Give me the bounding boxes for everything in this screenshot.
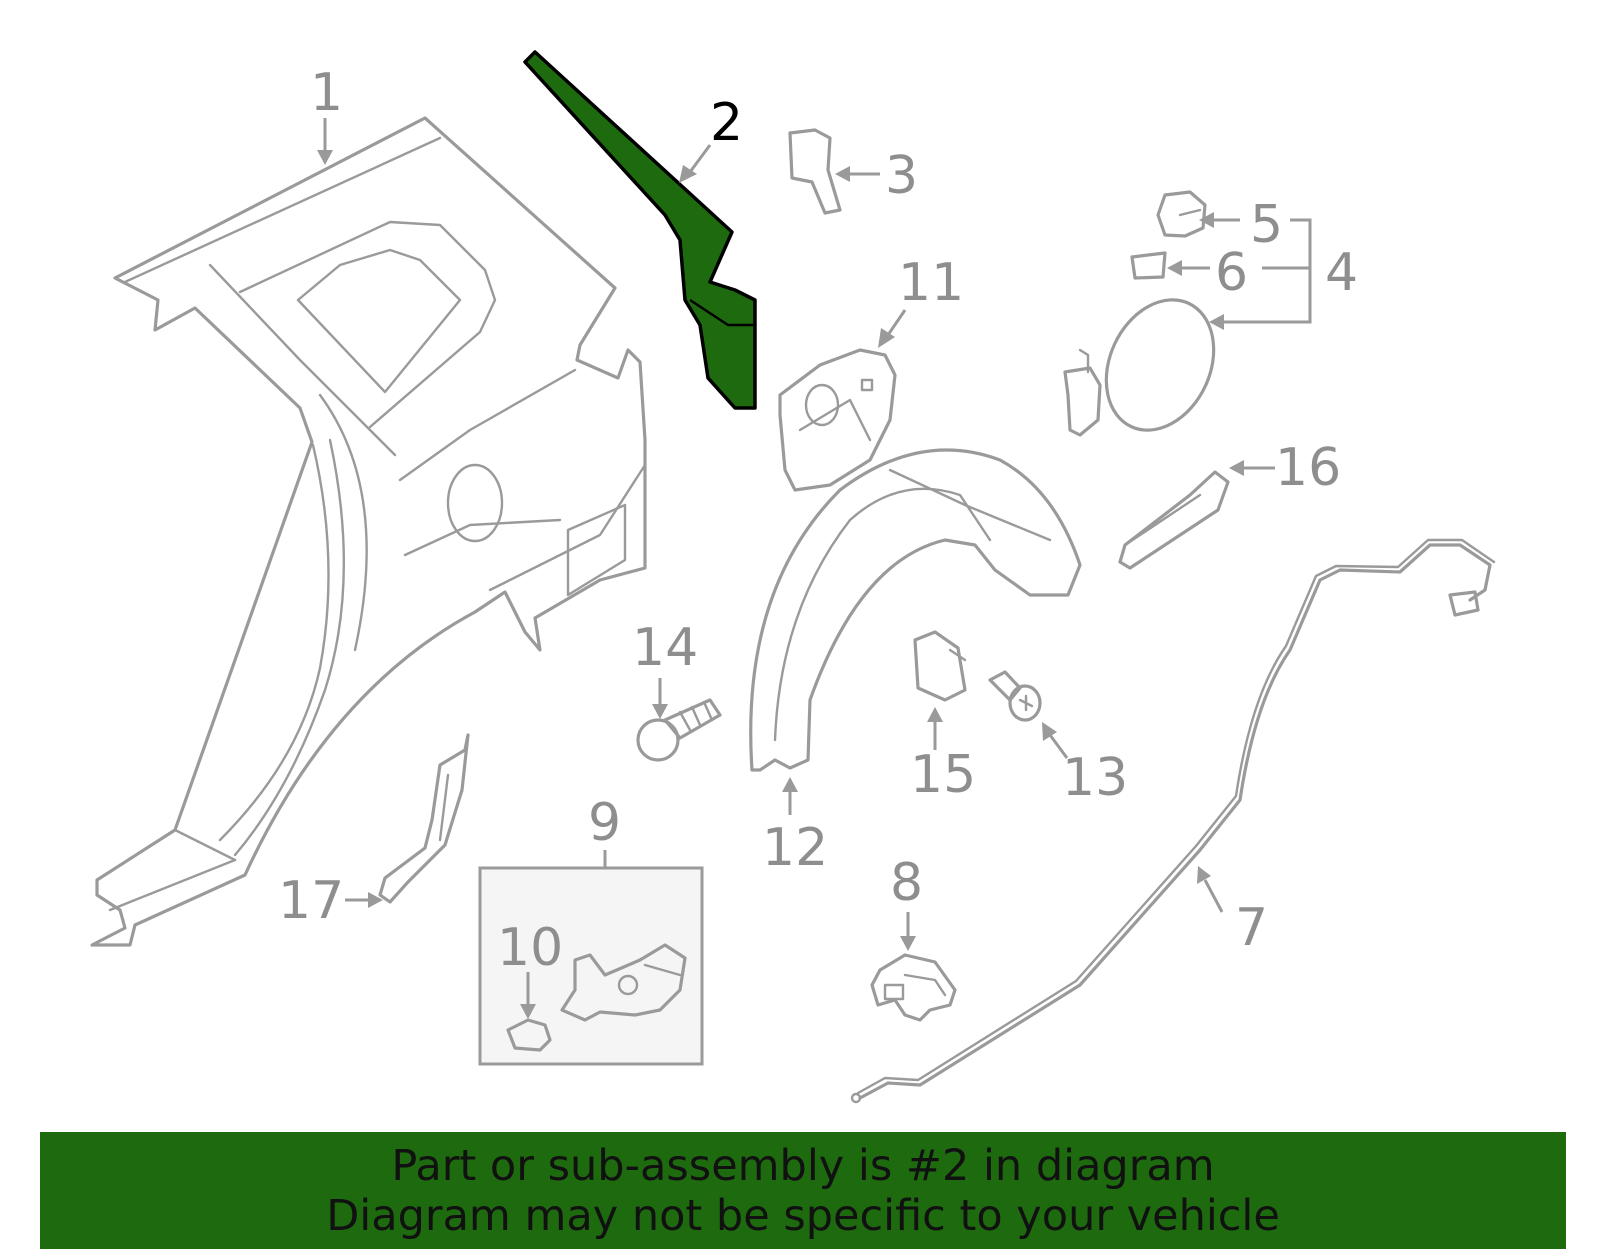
- banner-line-2: Diagram may not be specific to your vehi…: [326, 1190, 1280, 1241]
- callout-9: 9: [588, 793, 621, 853]
- callout-3: 3: [885, 146, 918, 206]
- part-14-bolt[interactable]: [636, 698, 722, 762]
- callout-1: 1: [310, 63, 343, 123]
- part-1-quarter-panel[interactable]: [90, 116, 647, 947]
- info-banner: Part or sub-assembly is #2 in diagram Di…: [40, 1132, 1566, 1249]
- part-16-trim[interactable]: [1118, 470, 1230, 570]
- part-3-clip[interactable]: [788, 128, 842, 215]
- callout-6: 6: [1215, 243, 1248, 303]
- part-11-filler-housing[interactable]: [778, 348, 897, 492]
- part-15-clip[interactable]: [913, 630, 967, 702]
- part-10-bumper[interactable]: [506, 1018, 552, 1052]
- callout-14: 14: [632, 618, 698, 678]
- callout-2: 2: [710, 93, 743, 153]
- part-8-actuator[interactable]: [870, 953, 957, 1022]
- callout-4: 4: [1325, 243, 1358, 303]
- part-17-bracket[interactable]: [378, 733, 470, 904]
- part-7-cable[interactable]: [850, 538, 1496, 1104]
- callout-13: 13: [1062, 748, 1128, 808]
- callout-11: 11: [898, 253, 964, 313]
- part-12-wheelhouse-liner[interactable]: [749, 448, 1082, 772]
- callout-16: 16: [1275, 438, 1341, 498]
- callout-17: 17: [278, 871, 344, 931]
- leader-lines: [317, 118, 1312, 1019]
- part-9-lock-assembly-box[interactable]: [478, 866, 704, 1066]
- part-2-highlighted-bracket[interactable]: [523, 50, 757, 410]
- callout-12: 12: [762, 818, 828, 878]
- callout-labels: 1 2 3 4 5 6 7 8 9 10 11 12 13 14 15 16 1…: [278, 63, 1358, 978]
- part-4-fuel-door[interactable]: [1063, 282, 1234, 448]
- part-6-pad[interactable]: [1130, 251, 1167, 280]
- part-13-screw[interactable]: [988, 670, 1042, 722]
- callout-5: 5: [1250, 195, 1283, 255]
- part-5-cap[interactable]: [1156, 190, 1207, 238]
- callout-10: 10: [497, 918, 563, 978]
- callout-15: 15: [910, 745, 976, 805]
- callout-7: 7: [1235, 898, 1268, 958]
- callout-8: 8: [890, 853, 923, 913]
- banner-line-1: Part or sub-assembly is #2 in diagram: [391, 1140, 1215, 1191]
